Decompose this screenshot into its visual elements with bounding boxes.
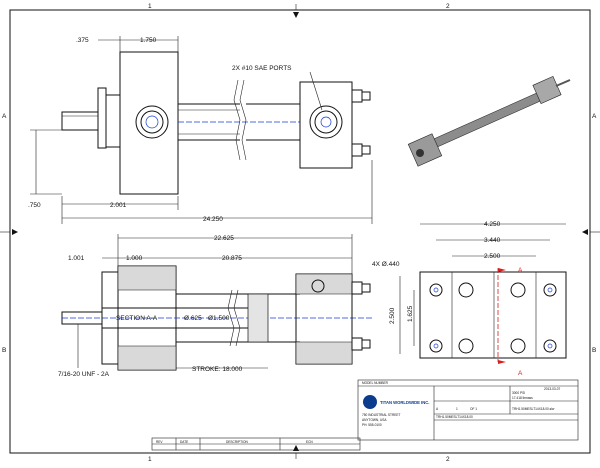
sheet-border: 1 2 1 2 A B A B <box>0 3 600 463</box>
dim-end-height: 2.500 <box>389 307 396 324</box>
dim-thread: 7/16-20 UNF - 2A <box>58 371 110 378</box>
rev-header-description: DESCRIPTION <box>226 440 248 444</box>
end-view-dimensions: 4.250 3.440 2.500 4X Ø.440 2.500 1.625 <box>372 221 566 354</box>
rev-header-date: DATE <box>180 440 188 444</box>
section-marker-top: A <box>518 267 523 274</box>
zone-label-bottom-2: 2 <box>446 456 450 463</box>
address-line-1: 750 INDUSTRIAL STREET <box>362 413 401 417</box>
address-line-3: PH: 555-0100 <box>362 423 382 427</box>
section-view-dimensions: 22.625 1.001 1.000 20.875 SECTION A-A Ø.… <box>58 234 353 378</box>
end-view: A A <box>419 267 567 377</box>
center-mark-bottom <box>293 445 299 451</box>
dim-rod-dia: Ø.625 <box>184 315 202 322</box>
dim-end-inner-h: 1.625 <box>407 305 414 322</box>
section-view-cylinder <box>61 265 374 371</box>
dim-stroke-len: 20.875 <box>222 255 242 262</box>
zone-label-top-1: 1 <box>148 3 152 10</box>
center-mark-right <box>582 229 588 235</box>
section-marker-bottom: A <box>518 370 523 377</box>
sheet: OF 1 <box>470 407 477 411</box>
dim-port-note: 2X #10 SAE PORTS <box>232 65 292 72</box>
top-view-dimensions: .375 1.750 2X #10 SAE PORTS .750 2.001 2… <box>28 36 373 224</box>
file-name: TRH1.50MESLT14X18.00.slw <box>512 407 555 411</box>
center-mark-top <box>293 12 299 18</box>
title-block: MODEL NUMBER TITAN WORLDWIDE INC. 750 IN… <box>357 379 579 441</box>
zone-label-left-a: A <box>2 113 7 120</box>
pressure: 3000 PSI <box>512 391 525 395</box>
revision-block: REV DATE DESCRIPTION ECN <box>151 437 361 451</box>
isometric-view <box>407 75 571 167</box>
address-line-2: ANYTOWN, USA <box>362 418 387 422</box>
top-view-cylinder <box>61 51 371 195</box>
dim-stroke: STROKE: 18.000 <box>192 366 243 373</box>
dim-height: .750 <box>28 202 41 209</box>
dim-rod-ext: .375 <box>76 37 89 44</box>
dim-holes: 4X Ø.440 <box>372 261 400 268</box>
zone-label-bottom-1: 1 <box>148 456 152 463</box>
part-number: TRH1.50MESLT14X18.00 <box>436 415 473 419</box>
scale: 1 <box>456 407 458 411</box>
date: 2013-03-07 <box>544 387 561 391</box>
company-logo <box>363 395 377 409</box>
dim-head-width: 1.750 <box>140 37 157 44</box>
zone-label-left-b: B <box>2 347 6 354</box>
company-name: TITAN WORLDWIDE INC. <box>380 400 429 405</box>
dim-mount-len: 2.001 <box>110 202 127 209</box>
section-label: SECTION A-A <box>116 315 158 322</box>
dim-a1: 1.001 <box>68 255 85 262</box>
model-label: MODEL NUMBER <box>362 381 389 385</box>
dim-bolt-span: 3.440 <box>484 237 501 244</box>
dim-inner: 2.500 <box>484 253 501 260</box>
zone-label-right-b: B <box>592 347 596 354</box>
dim-overall: 24.250 <box>203 216 223 223</box>
zone-label-right-a: A <box>592 113 597 120</box>
dim-a2: 1.000 <box>126 255 143 262</box>
dim-bore-dia: Ø1.500 <box>208 315 230 322</box>
weight: 17.418 lbmass <box>512 396 533 400</box>
size: A <box>436 407 439 411</box>
zone-label-top-2: 2 <box>446 3 450 10</box>
dim-end-width: 4.250 <box>484 221 501 228</box>
center-mark-left <box>12 229 18 235</box>
dim-section-overall: 22.625 <box>214 235 234 242</box>
rev-header-ecn: ECN <box>306 440 313 444</box>
rev-header-rev: REV <box>156 440 163 444</box>
